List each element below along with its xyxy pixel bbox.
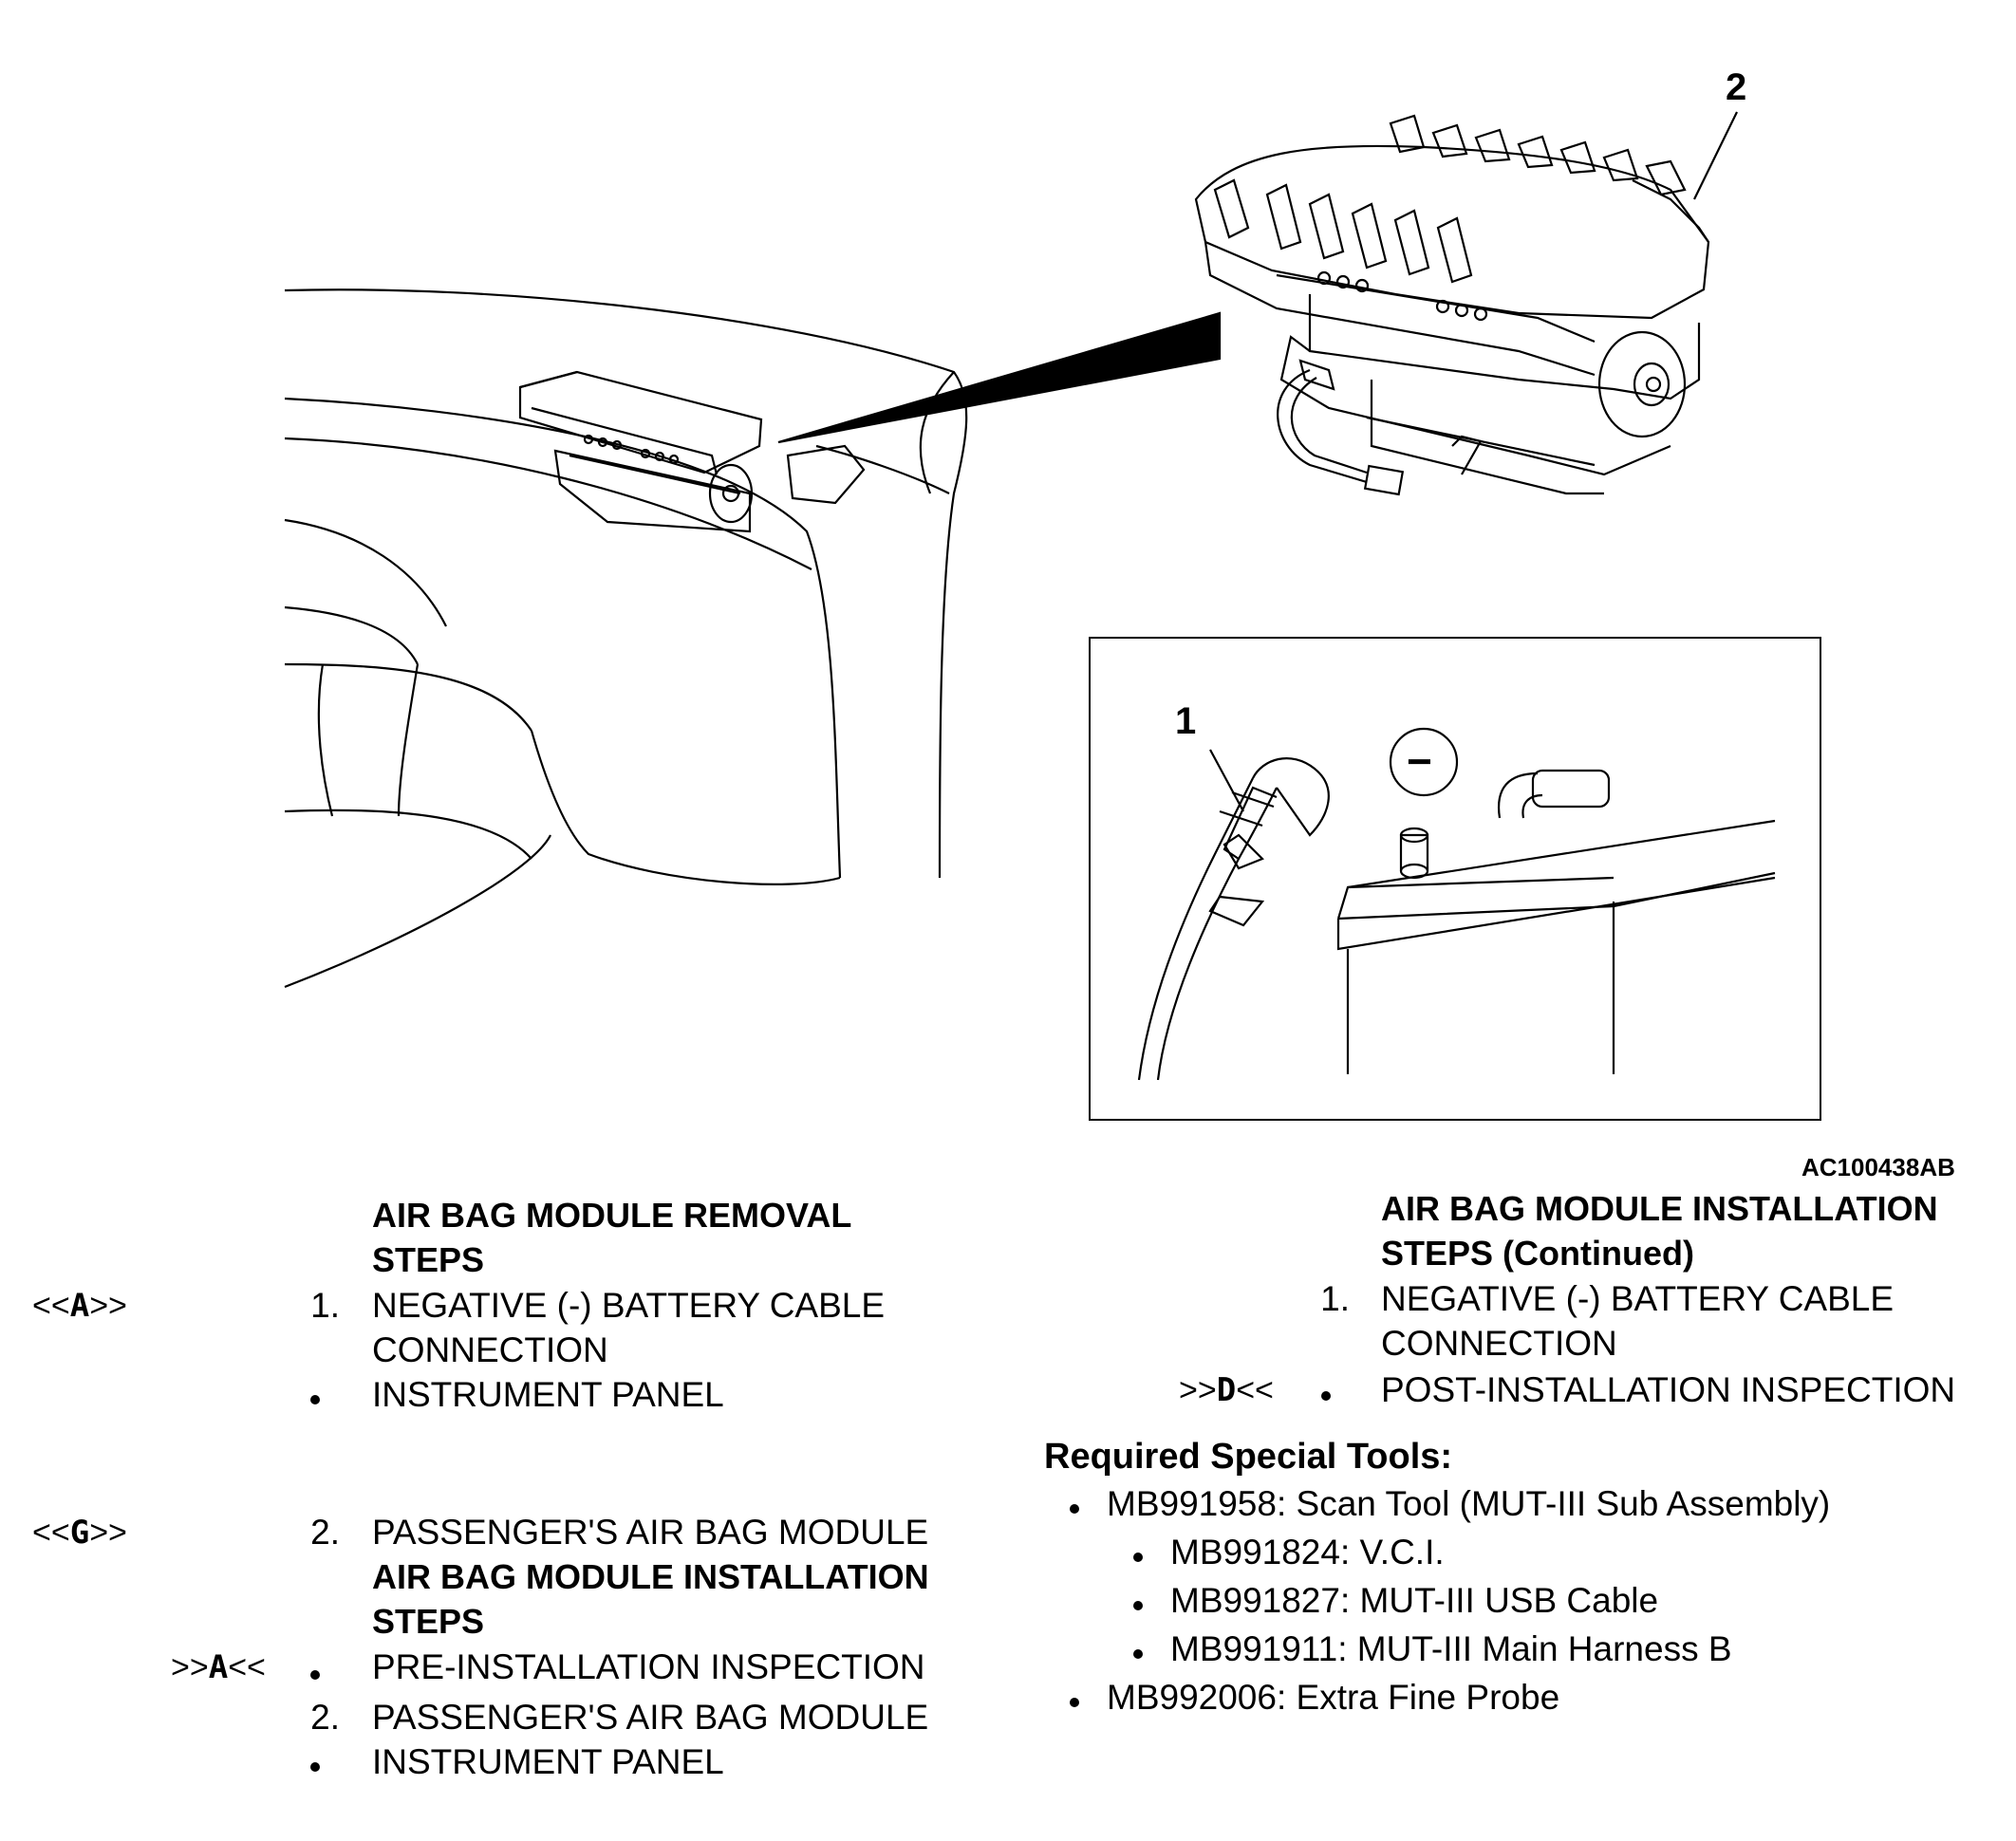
airbag-module-drawing: [1196, 116, 1708, 494]
tool-item: MB991958: Scan Tool (MUT-III Sub Assembl…: [1107, 1484, 1831, 1523]
bullet-icon: [1070, 1698, 1079, 1707]
step-text: NEGATIVE (-) BATTERY CABLE: [372, 1286, 886, 1325]
callout-1-leader: [1210, 750, 1243, 811]
tool-item: MB991911: MUT-III Main Harness B: [1170, 1629, 1732, 1668]
ref-marker-a-installation: >>A<<: [171, 1648, 266, 1686]
step-text: PASSENGER'S AIR BAG MODULE: [372, 1698, 929, 1737]
step-text: PRE-INSTALLATION INSPECTION: [372, 1647, 925, 1686]
small-airbag-drawing: [520, 372, 761, 531]
step-text: NEGATIVE (-) BATTERY CABLE: [1381, 1279, 1895, 1318]
bullet-icon: [1070, 1504, 1079, 1514]
bullet-icon: [1133, 1649, 1143, 1659]
step-text: CONNECTION: [372, 1330, 608, 1369]
ref-marker-g-removal: <<G>>: [32, 1514, 127, 1552]
bullet-icon: [310, 1395, 320, 1404]
figure-code: AC100438AB: [1801, 1153, 1955, 1181]
removal-heading-line2: STEPS: [372, 1240, 485, 1279]
bullet-icon: [1133, 1553, 1143, 1562]
bullet-icon: [1321, 1391, 1331, 1401]
installation-heading-line2: STEPS: [372, 1602, 485, 1641]
step-number: 1.: [310, 1286, 340, 1325]
ref-marker-a-removal: <<A>>: [32, 1287, 127, 1325]
tools-heading: Required Special Tools:: [1044, 1437, 1453, 1477]
step-number: 2.: [310, 1698, 340, 1737]
step-number: 1.: [1320, 1279, 1350, 1318]
battery-cable-drawing: [1139, 758, 1329, 1080]
callout-label-1: 1: [1175, 700, 1197, 742]
step-text: INSTRUMENT PANEL: [372, 1375, 724, 1414]
instrument-panel-drawing: [285, 289, 966, 987]
step-text: CONNECTION: [1381, 1324, 1617, 1363]
ref-marker-d-installation: >>D<<: [1179, 1371, 1274, 1409]
negative-terminal-symbol: [1391, 729, 1457, 795]
inset-frame: [1090, 638, 1820, 1120]
callout-label-2: 2: [1726, 66, 1747, 108]
tool-item: MB991824: V.C.I.: [1170, 1533, 1445, 1571]
step-number: 2.: [310, 1513, 340, 1552]
installation-continued-heading-line2: STEPS (Continued): [1381, 1234, 1694, 1273]
step-text: INSTRUMENT PANEL: [372, 1742, 724, 1781]
installation-heading-line1: AIR BAG MODULE INSTALLATION: [372, 1557, 929, 1596]
tool-item: MB991827: MUT-III USB Cable: [1170, 1581, 1659, 1620]
battery-drawing: [1338, 771, 1775, 1074]
callout-beam: [778, 313, 1220, 442]
installation-continued-heading-line1: AIR BAG MODULE INSTALLATION: [1381, 1189, 1938, 1228]
callout-2-leader: [1694, 112, 1737, 199]
bullet-icon: [1133, 1601, 1143, 1610]
step-text: POST-INSTALLATION INSPECTION: [1381, 1370, 1956, 1409]
step-text: PASSENGER'S AIR BAG MODULE: [372, 1513, 929, 1552]
tool-item: MB992006: Extra Fine Probe: [1107, 1678, 1560, 1717]
bullet-icon: [310, 1762, 320, 1772]
removal-heading-line1: AIR BAG MODULE REMOVAL: [372, 1196, 852, 1235]
bullet-icon: [310, 1670, 320, 1680]
airbag-illustration: [0, 0, 2016, 1234]
minus-sign: −: [1407, 736, 1432, 786]
